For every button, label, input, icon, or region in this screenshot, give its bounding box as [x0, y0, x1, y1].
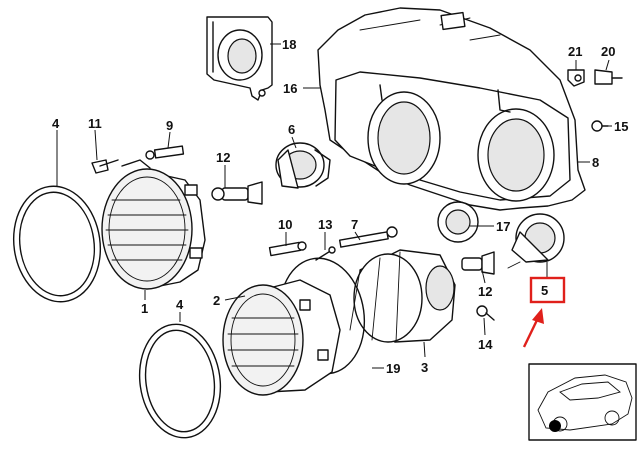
label-3: 3 [421, 360, 428, 375]
part-11-screw [91, 159, 119, 174]
part-21-clip [567, 69, 585, 87]
label-18: 18 [282, 37, 296, 52]
vehicle-locator-thumbnail [528, 363, 637, 441]
part-17-cap [437, 201, 479, 243]
label-9: 9 [166, 118, 173, 133]
part-14-screw [476, 305, 495, 321]
label-14: 14 [478, 337, 493, 352]
part-4-trim-ring-lower [138, 323, 222, 439]
part-2-lower-headlight [222, 279, 341, 396]
label-21: 21 [568, 44, 582, 59]
label-10: 10 [278, 217, 292, 232]
highlight-part-5[interactable]: 5 [529, 262, 566, 304]
label-16: 16 [283, 81, 297, 96]
label-6: 6 [288, 122, 295, 137]
part-18-bracket [206, 16, 273, 101]
part-12-bulb-upper [211, 181, 263, 205]
label-17: 17 [496, 219, 510, 234]
label-12-lower: 12 [478, 284, 492, 299]
label-2: 2 [213, 293, 220, 308]
part-12-bulb-lower [461, 251, 495, 275]
part-number-labels: 4 11 9 12 6 18 16 21 20 15 8 17 1 2 10 1… [52, 37, 628, 376]
label-15: 15 [614, 119, 628, 134]
part-7-rod [338, 226, 398, 248]
label-19: 19 [386, 361, 400, 376]
label-4-upper: 4 [52, 116, 60, 131]
label-1: 1 [141, 301, 148, 316]
location-marker [549, 420, 561, 432]
label-7: 7 [351, 217, 358, 232]
red-arrow-indicator [522, 308, 544, 348]
part-3-reflector-housing [349, 249, 456, 343]
part-10-adjuster [268, 241, 307, 257]
part-5-bulb-holder [507, 213, 565, 269]
leader-lines [56, 43, 612, 369]
label-12-upper: 12 [216, 150, 230, 165]
label-4-lower: 4 [176, 297, 184, 312]
label-5: 5 [541, 283, 548, 298]
part-1-headlight-unit [101, 159, 206, 290]
part-6-cap [275, 142, 331, 189]
part-4-trim-ring-upper [12, 185, 102, 303]
label-20: 20 [601, 44, 615, 59]
part-9-adjuster [145, 145, 185, 160]
label-11: 11 [88, 116, 102, 131]
part-8-headlight-carrier [317, 7, 586, 211]
part-20-screw [594, 69, 623, 85]
label-8: 8 [592, 155, 599, 170]
label-13: 13 [318, 217, 332, 232]
